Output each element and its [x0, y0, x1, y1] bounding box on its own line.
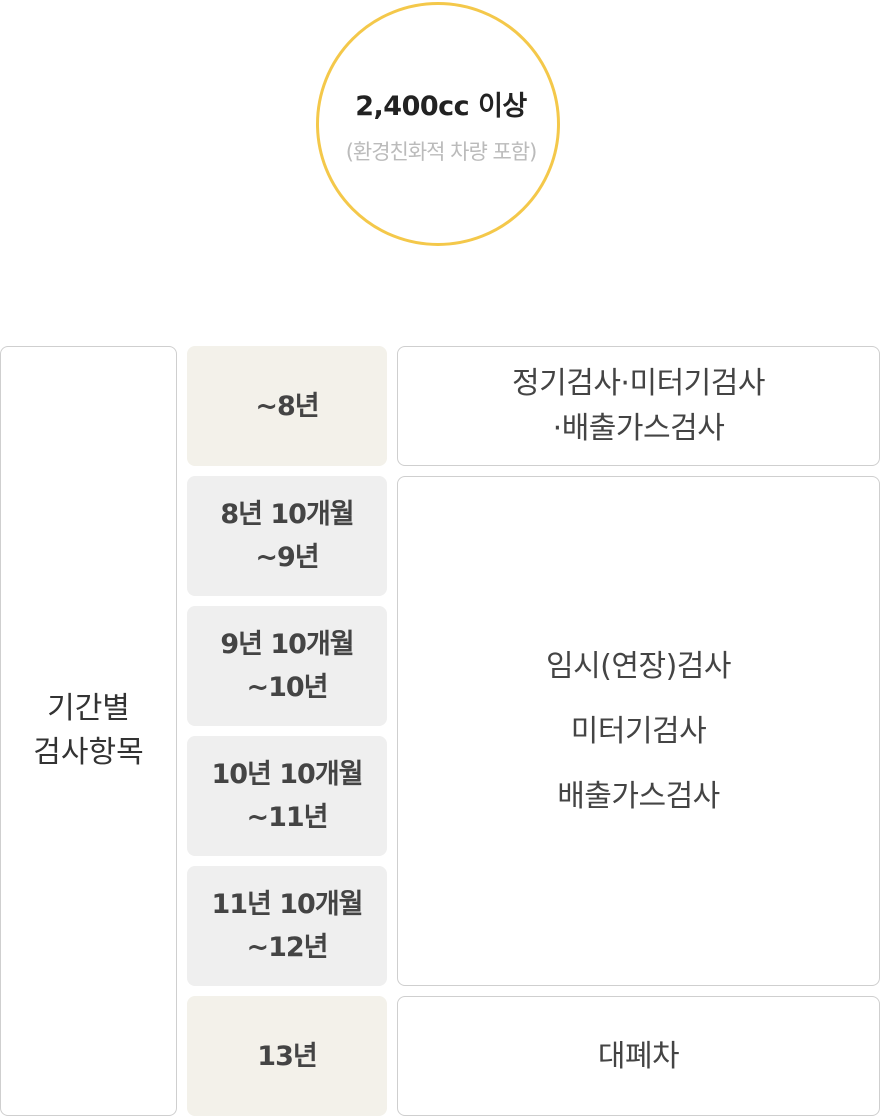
- badge-subtitle: (환경친화적 차량 포함): [345, 140, 538, 164]
- period-label-sub: ~10년: [246, 672, 328, 703]
- period-label: 8년 10개월: [220, 499, 354, 530]
- period-cell-4: 11년 10개월 ~12년: [187, 866, 387, 986]
- result-first-line-1: 정기검사·미터기검사: [512, 366, 765, 401]
- category-cell: 기간별 검사항목: [0, 346, 177, 1116]
- result-cell-middle: 임시(연장)검사 미터기검사 배출가스검사: [397, 476, 880, 986]
- period-label: ~8년: [255, 390, 319, 422]
- period-label: 13년: [257, 1040, 317, 1072]
- result-item-emission-inspection: 배출가스검사: [557, 778, 720, 814]
- period-label-sub: ~12년: [246, 932, 328, 963]
- period-label: 10년 10개월: [211, 759, 363, 790]
- period-label: 11년 10개월: [211, 889, 363, 920]
- period-cell-1: 8년 10개월 ~9년: [187, 476, 387, 596]
- category-line-2: 검사항목: [33, 735, 144, 770]
- result-last-label: 대폐차: [597, 1038, 680, 1074]
- period-label-sub: ~11년: [246, 802, 328, 833]
- period-label: 9년 10개월: [220, 629, 354, 660]
- period-cell-2: 9년 10개월 ~10년: [187, 606, 387, 726]
- result-item-temporary-inspection: 임시(연장)검사: [545, 648, 732, 684]
- result-cell-first: 정기검사·미터기검사 ·배출가스검사: [397, 346, 880, 466]
- result-cell-last: 대폐차: [397, 996, 880, 1116]
- badge-circle: [316, 2, 560, 246]
- badge-title: 2,400cc 이상: [355, 91, 527, 122]
- period-label-sub: ~9년: [255, 542, 319, 573]
- result-first-line-2: ·배출가스검사: [552, 411, 725, 446]
- period-cell-3: 10년 10개월 ~11년: [187, 736, 387, 856]
- period-cell-5: 13년: [187, 996, 387, 1116]
- period-cell-0: ~8년: [187, 346, 387, 466]
- result-item-meter-inspection: 미터기검사: [570, 713, 707, 749]
- category-line-1: 기간별: [47, 691, 130, 726]
